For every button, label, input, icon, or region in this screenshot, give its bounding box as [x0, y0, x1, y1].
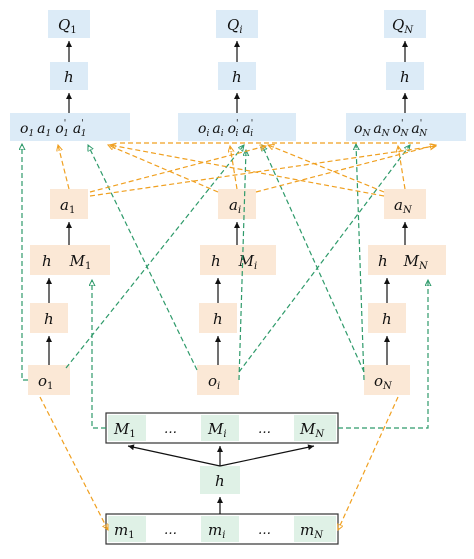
green-oi-to-top1: [88, 145, 198, 371]
top-oa-box-1: [10, 113, 130, 141]
top-oa-box-i: [178, 113, 296, 141]
a-label-i: ai: [229, 196, 241, 216]
memory-cell-i: [201, 415, 239, 441]
h-label-n: h: [382, 310, 392, 328]
q-box-1: [48, 10, 90, 38]
center-h-label: h: [215, 472, 225, 490]
green-o1-to-top1: [22, 144, 28, 381]
memory-ellipsis-1: …: [164, 422, 177, 437]
green-oi-to-topn: [238, 145, 410, 373]
hm-box-1: [30, 245, 110, 275]
memory-label-1: M1: [113, 420, 136, 440]
a-box-1: [50, 189, 88, 219]
orange-an-to-topi: [268, 145, 385, 193]
o-box-1: [28, 365, 70, 395]
top-oa-box-n: [346, 113, 466, 141]
o-box-i: [197, 365, 239, 395]
memory-label-n: MN: [299, 420, 325, 440]
orange-ai-to-topn: [255, 145, 436, 193]
orange-an-to-topn: [398, 146, 406, 190]
o-label-1: o1: [38, 372, 53, 392]
memory-ellipsis-2: …: [258, 422, 271, 437]
message-label-1: m1: [114, 521, 135, 541]
green-on-to-topn: [356, 144, 365, 381]
top-h-box-i: [218, 62, 256, 90]
message-cell-i: [201, 516, 239, 542]
q-label-i: Qi: [227, 16, 243, 36]
message-cell-1: [108, 516, 146, 542]
memory-label-i: Mi: [207, 420, 227, 440]
h-label-1: h: [44, 310, 54, 328]
orange-a1-to-topn: [89, 146, 436, 197]
green-on-to-topi: [262, 145, 365, 373]
message-ellipsis-1: …: [164, 523, 177, 538]
q-label-n: QN: [392, 16, 414, 36]
message-label-i: mi: [208, 521, 225, 541]
memory-cell-1: [108, 415, 146, 441]
a-box-n: [384, 189, 426, 219]
message-cell-n: [294, 516, 336, 542]
q-label-1: Q1: [58, 16, 77, 36]
orange-dashed-arrows: [39, 142, 436, 530]
h-box-i: [199, 303, 237, 333]
arrow-center-h-m1: [127, 444, 221, 467]
top-h-label-1: h: [64, 68, 74, 86]
arrow-center-h-mn: [219, 444, 315, 467]
green-oi-to-topi: [238, 150, 246, 381]
green-mem-to-m1: [92, 280, 106, 429]
orange-a1-to-topi: [89, 146, 266, 193]
memory-cell-n: [294, 415, 336, 441]
message-label-n: mN: [300, 521, 324, 541]
orange-on-to-mn: [338, 396, 399, 530]
h-box-1: [30, 303, 68, 333]
hm-box-n: [368, 245, 446, 275]
a-box-i: [218, 189, 256, 219]
orange-ai-to-top1: [108, 145, 219, 193]
orange-o1-to-m1: [39, 396, 109, 530]
top-h-label-i: h: [232, 68, 242, 86]
top-h-box-1: [50, 62, 88, 90]
orange-a1-to-top1: [58, 145, 70, 190]
center-h-box: [200, 466, 240, 494]
green-mem-to-mn: [338, 280, 428, 429]
a-label-1: a1: [60, 196, 75, 216]
orange-ai-to-topi: [230, 146, 238, 190]
message-ellipsis-2: …: [258, 523, 271, 538]
o-box-n: [364, 365, 410, 395]
o-label-n: oN: [374, 372, 393, 392]
h-label-i: h: [213, 310, 223, 328]
h-box-n: [368, 303, 406, 333]
a-label-n: aN: [394, 196, 413, 216]
q-box-n: [384, 10, 426, 38]
o-label-i: oi: [208, 372, 220, 392]
solid-arrows: [46, 41, 408, 514]
top-h-label-n: h: [400, 68, 410, 86]
hm-box-i: [200, 245, 276, 275]
top-h-box-n: [386, 62, 424, 90]
green-dashed-arrows: [22, 144, 428, 429]
orange-an-to-top1: [110, 145, 385, 197]
q-box-i: [216, 10, 258, 38]
